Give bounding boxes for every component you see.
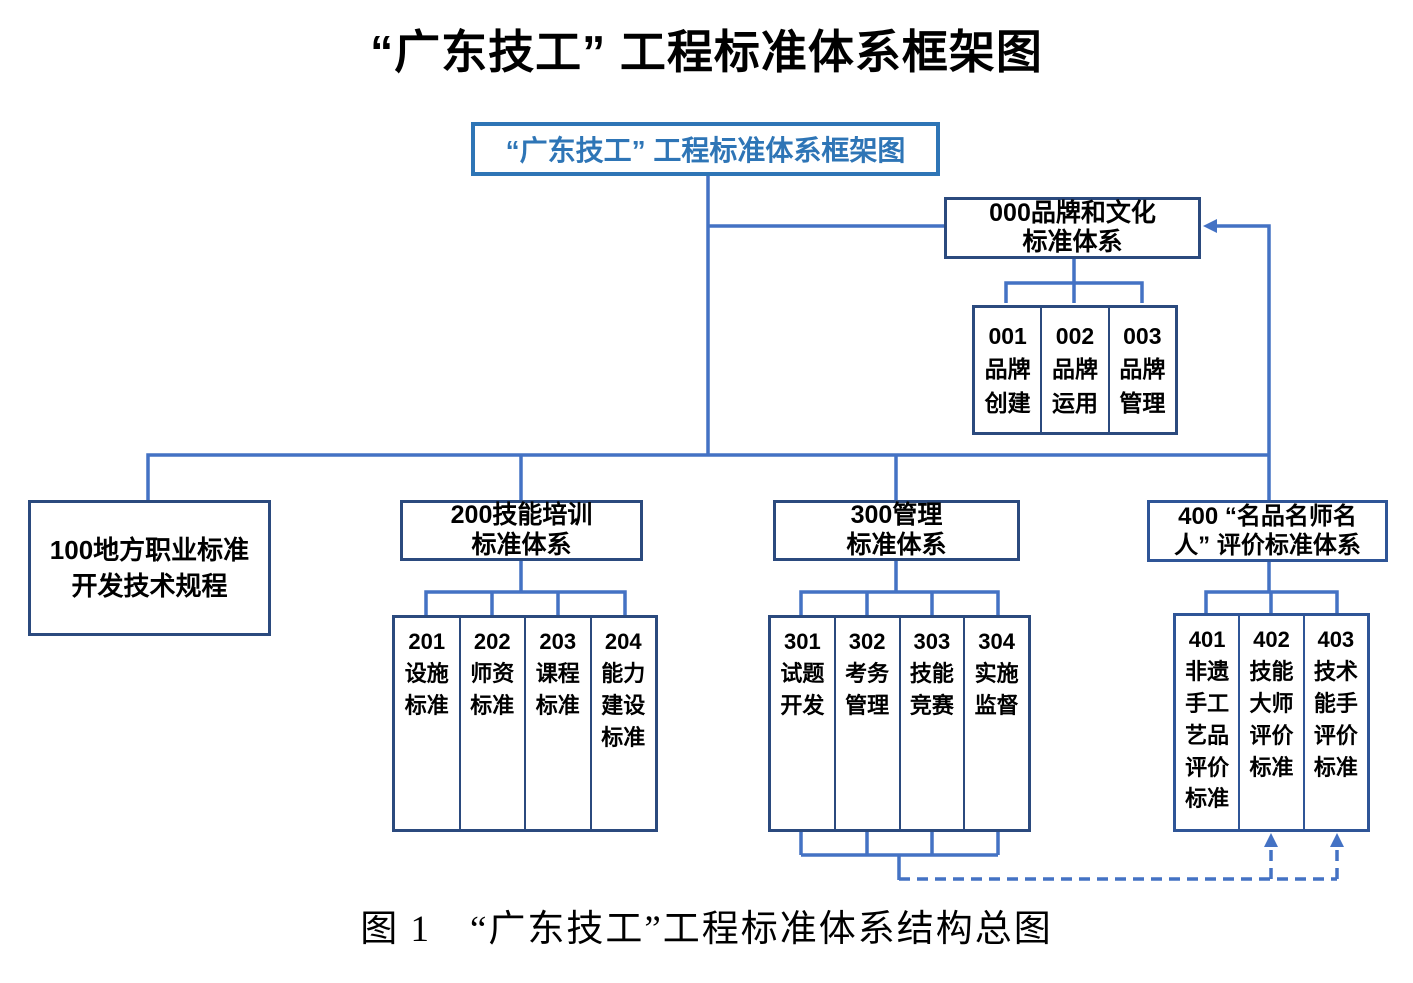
box-002: 002 品牌 运用 [1040, 308, 1107, 432]
arrowhead-into-000-icon [1203, 219, 1217, 233]
connector-400-bracket [1204, 562, 1339, 613]
group-300-children: 301 试题 开发 302 考务 管理 303 技能 竞赛 304 实施 监督 [768, 615, 1031, 832]
box-001: 001 品牌 创建 [984, 322, 1031, 416]
box-000-label: 000品牌和文化 标准体系 [989, 199, 1156, 256]
box-204: 204 能力 建设 标准 [589, 618, 656, 829]
box-402: 402 技能 大师 评价 标准 [1238, 616, 1302, 829]
box-202: 202 师资 标准 [458, 618, 525, 829]
group-200-children: 201 设施 标准 202 师资 标准 203 课程 标准 204 能力 建设 … [392, 615, 658, 832]
connector-000-bracket [1004, 259, 1144, 303]
box-201: 201 设施 标准 [404, 629, 449, 718]
box-003: 003 品牌 管理 [1107, 308, 1175, 432]
box-300-management: 300管理 标准体系 [773, 500, 1020, 561]
figure-caption: 图 1 “广东技工”工程标准体系结构总图 [360, 909, 1053, 950]
box-200-label: 200技能培训 标准体系 [450, 501, 593, 559]
box-303: 303 技能 竞赛 [898, 618, 964, 829]
box-203: 203 课程 标准 [524, 618, 590, 829]
box-100-label: 100地方职业标准 开发技术规程 [49, 534, 250, 601]
page-title: “广东技工” 工程标准体系框架图 [370, 26, 1043, 78]
arrowhead-into-402-icon [1264, 833, 1278, 847]
connector-200-bracket [424, 561, 627, 615]
box-301: 301 试题 开发 [780, 629, 825, 718]
box-302: 302 考务 管理 [833, 618, 899, 829]
box-root-label: “广东技工” 工程标准体系框架图 [505, 135, 906, 166]
box-304: 304 实施 监督 [963, 618, 1028, 829]
group-400-children: 401 非遗 手工 艺品 评价 标准 402 技能 大师 评价 标准 403 技… [1173, 613, 1370, 832]
box-300-label: 300管理 标准体系 [846, 501, 947, 559]
connector-main-branch [146, 453, 1269, 500]
connector-bottom-bracket [799, 832, 1000, 880]
box-400-label: 400 “名品名师名 人” 评价标准体系 [1174, 502, 1361, 559]
connector-right-riser [1215, 224, 1271, 500]
box-401: 401 非遗 手工 艺品 评价 标准 [1185, 627, 1230, 812]
box-100-local-standards: 100地方职业标准 开发技术规程 [28, 500, 271, 636]
box-000-brand-culture: 000品牌和文化 标准体系 [944, 197, 1201, 259]
box-200-skill-training: 200技能培训 标准体系 [400, 500, 643, 561]
box-root: “广东技工” 工程标准体系框架图 [471, 122, 940, 176]
box-403: 403 技术 能手 评价 标准 [1302, 616, 1367, 829]
group-000-children: 001 品牌 创建 002 品牌 运用 003 品牌 管理 [972, 305, 1178, 435]
box-400-evaluation: 400 “名品名师名 人” 评价标准体系 [1147, 500, 1388, 562]
arrowhead-into-403-icon [1330, 833, 1344, 847]
connector-300-bracket [799, 561, 1000, 615]
connector-feedback-dashed [899, 846, 1339, 881]
